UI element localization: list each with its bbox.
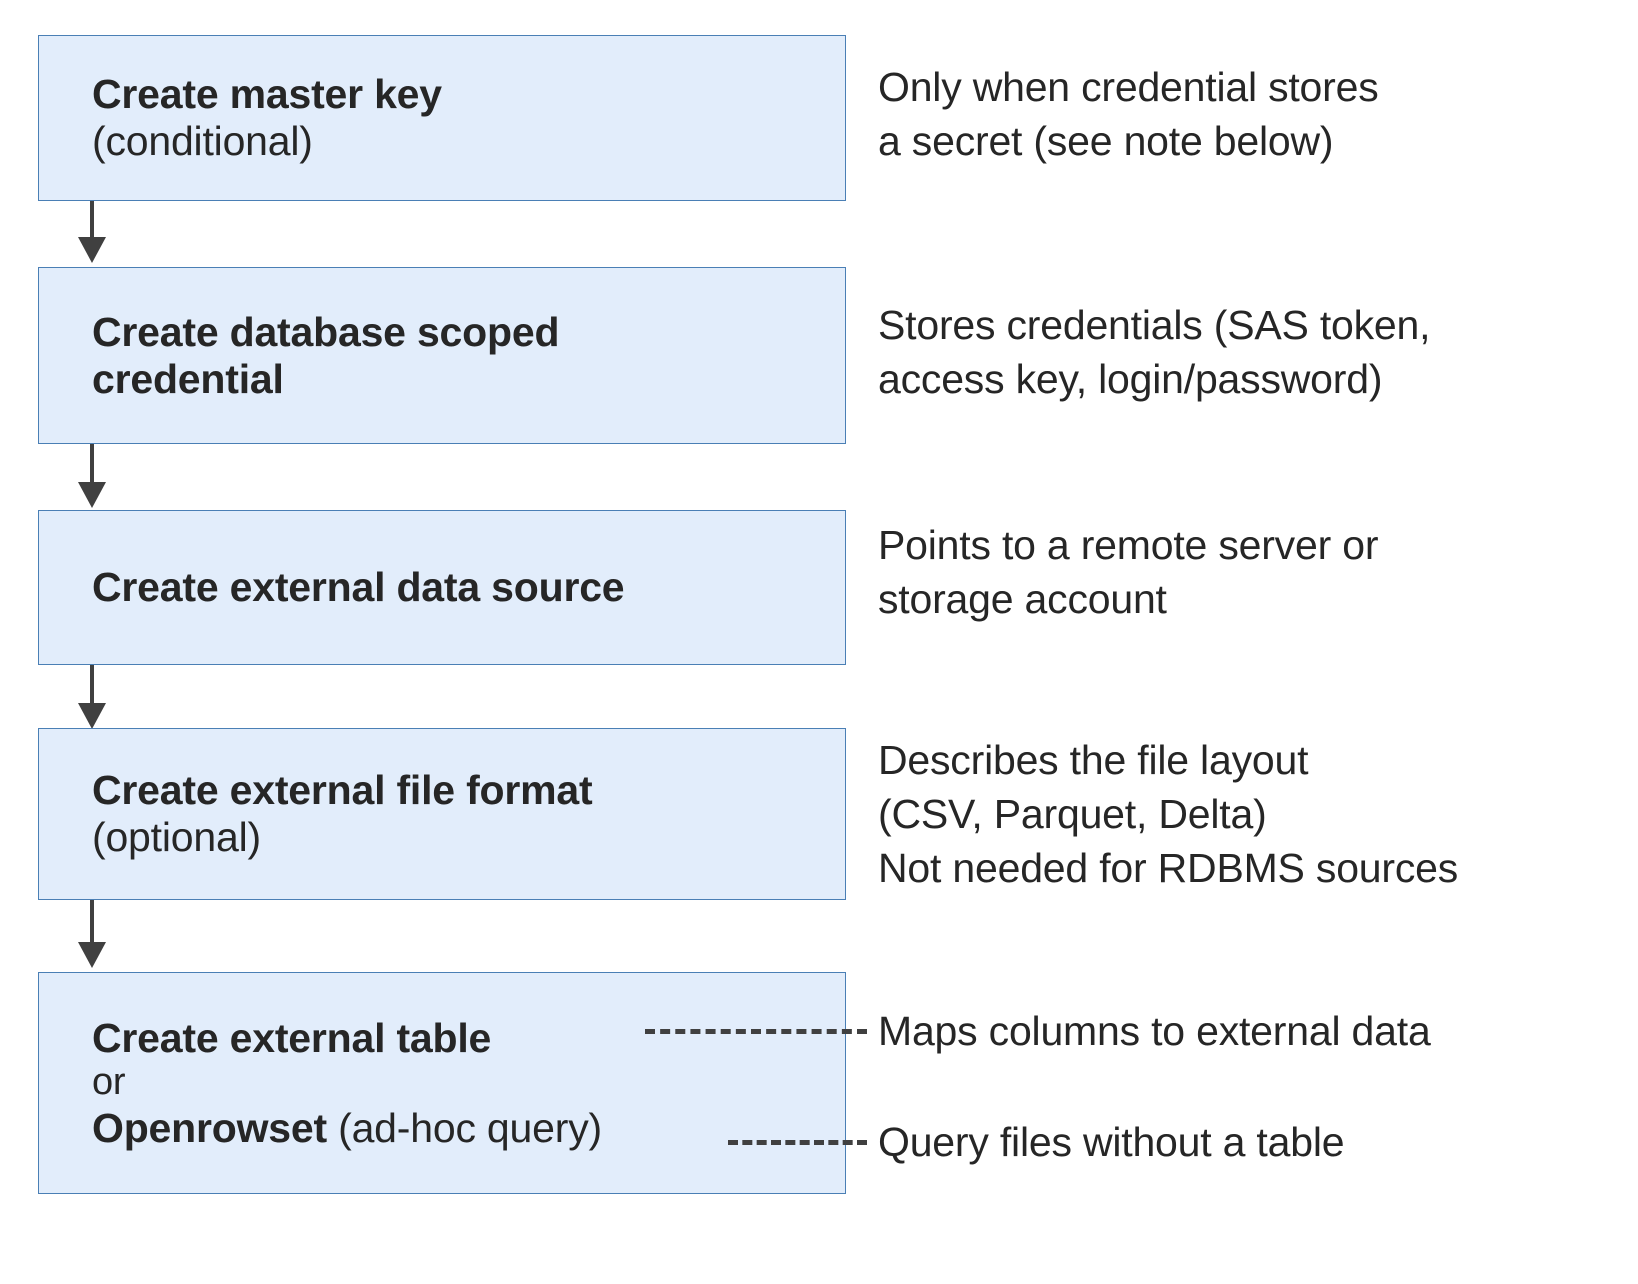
note-file-format-line-1: Describes the file layout <box>878 737 1309 783</box>
callout-label-external-table: Maps columns to external data <box>878 1008 1431 1054</box>
note-file-format-line-3: Not needed for RDBMS sources <box>878 845 1459 891</box>
flow-box-create-external-table-or-openrowset[interactable]: Create external table or Openrowset (ad-… <box>38 972 846 1194</box>
note-create-master-key-line-2: a secret (see note below) <box>878 118 1334 164</box>
step-title-create-external-data-source: Create external data source <box>92 564 625 611</box>
step-title-create-external-table: Create external table <box>92 1014 492 1061</box>
step-title-create-master-key: Create master key <box>92 71 442 118</box>
dashed-callout-line-openrowset <box>728 1140 867 1145</box>
note-data-source-line-1: Points to a remote server or <box>878 522 1379 568</box>
step-title-or: or <box>92 1061 126 1104</box>
note-file-format-line-2: (CSV, Parquet, Delta) <box>878 791 1267 837</box>
note-data-source-line-2: storage account <box>878 576 1167 622</box>
flow-box-create-external-file-format[interactable]: Create external file format (optional) <box>38 728 846 900</box>
connector-arrow-2 <box>78 444 106 510</box>
connector-arrow-4 <box>78 900 106 972</box>
flow-box-create-external-data-source[interactable]: Create external data source <box>38 510 846 665</box>
step-title-credential-line-2: credential <box>92 355 284 402</box>
openrowset-qualifier: (ad-hoc query) <box>326 1104 602 1151</box>
step-title-credential-line-1: Create database scoped <box>92 308 560 355</box>
connector-arrow-1 <box>78 201 106 263</box>
step-title-create-external-file-format: Create external file format <box>92 767 593 814</box>
step-subtitle-create-master-key: (conditional) <box>92 118 313 164</box>
callout-label-openrowset: Query files without a table <box>878 1119 1345 1165</box>
note-credential-line-2: access key, login/password) <box>878 356 1383 402</box>
flow-box-create-database-scoped-credential[interactable]: Create database scoped credential <box>38 267 846 444</box>
openrowset-keyword: Openrowset <box>92 1104 327 1151</box>
step-subtitle-create-external-file-format: (optional) <box>92 814 261 860</box>
flow-box-create-master-key[interactable]: Create master key (conditional) <box>38 35 846 201</box>
dashed-callout-line-external-table <box>645 1029 867 1034</box>
note-create-master-key-line-1: Only when credential stores <box>878 64 1379 110</box>
step-title-openrowset: Openrowset (ad-hoc query) <box>39 1105 845 1152</box>
note-credential-line-1: Stores credentials (SAS token, <box>878 302 1431 348</box>
connector-arrow-3 <box>78 665 106 731</box>
